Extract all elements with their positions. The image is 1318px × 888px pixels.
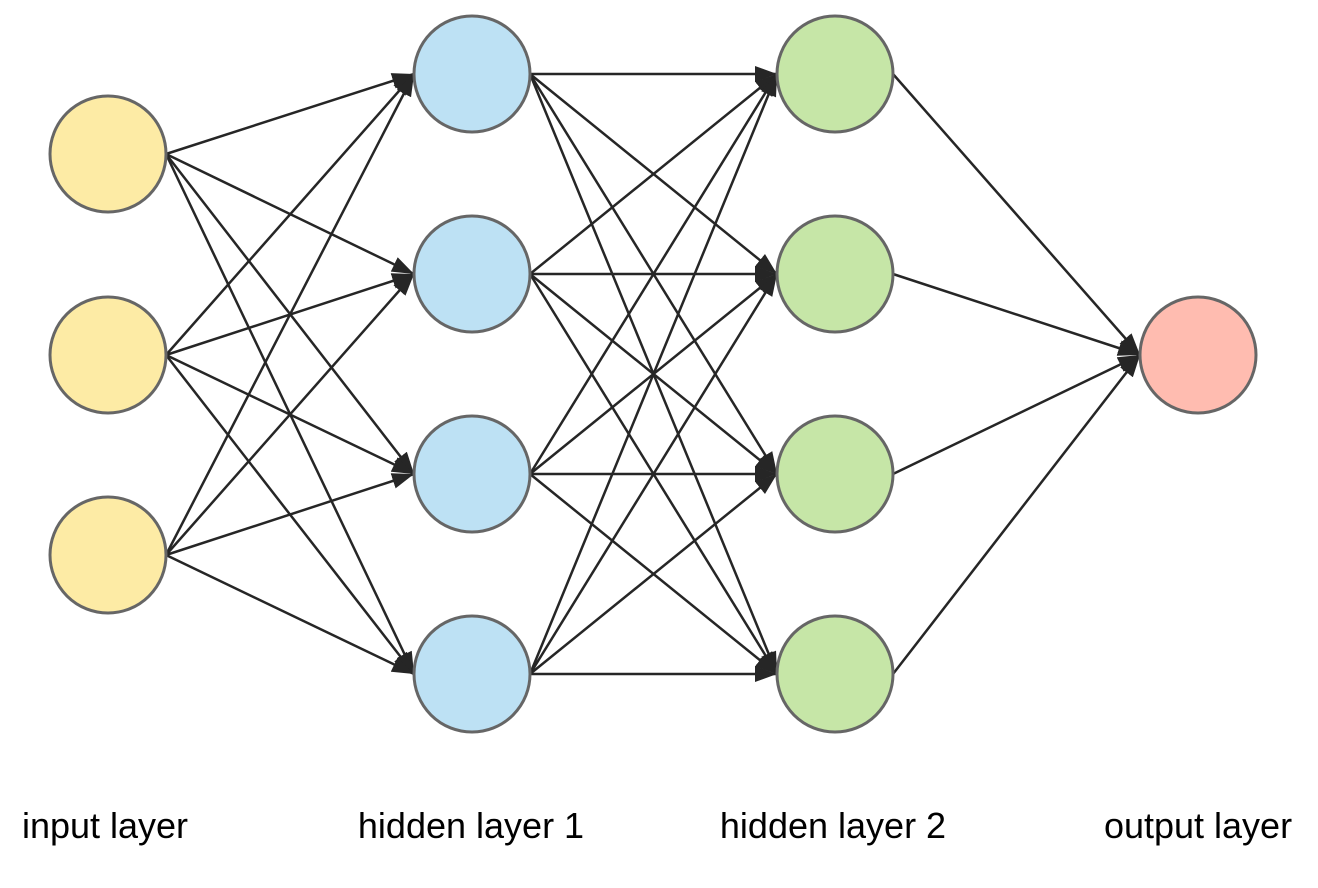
- edge-hidden1-to-hidden2: [528, 73, 779, 475]
- node-hidden1-1: [412, 14, 532, 134]
- edge-hidden1-to-hidden2: [529, 473, 778, 675]
- edge-hidden2-to-output: [892, 73, 1141, 356]
- node-hidden2-4: [775, 614, 895, 734]
- node-hidden2-2: [775, 214, 895, 334]
- node-hidden1-2: [412, 214, 532, 334]
- edge-input-to-hidden1: [165, 273, 415, 556]
- node-hidden2-3: [775, 414, 895, 534]
- node-input-1: [48, 94, 168, 214]
- label-input-layer: input layer: [21, 805, 189, 846]
- node-hidden1-3: [412, 414, 532, 534]
- edge-input-to-hidden1: [165, 72, 415, 156]
- edge-input-to-hidden1: [165, 553, 415, 676]
- node-output-1: [1138, 295, 1258, 415]
- edge-hidden2-to-output: [892, 353, 1141, 476]
- label-hidden-layer-2: hidden layer 2: [719, 805, 947, 846]
- edge-hidden1-to-hidden2: [529, 73, 778, 275]
- node-hidden1-4: [412, 614, 532, 734]
- edge-input-to-hidden1: [165, 73, 415, 356]
- label-output-layer: output layer: [1103, 805, 1293, 846]
- edge-hidden1-to-hidden2: [528, 73, 779, 675]
- edge-input-to-hidden1: [165, 472, 415, 557]
- node-input-3: [48, 495, 168, 615]
- edge-hidden2-to-output: [892, 272, 1141, 357]
- node-input-2: [48, 295, 168, 415]
- edge-input-to-hidden1: [164, 73, 416, 556]
- edge-hidden2-to-output: [892, 354, 1141, 675]
- label-hidden-layer-1: hidden layer 1: [357, 805, 585, 846]
- edge-hidden1-to-hidden2: [528, 273, 779, 675]
- node-hidden2-1: [775, 14, 895, 134]
